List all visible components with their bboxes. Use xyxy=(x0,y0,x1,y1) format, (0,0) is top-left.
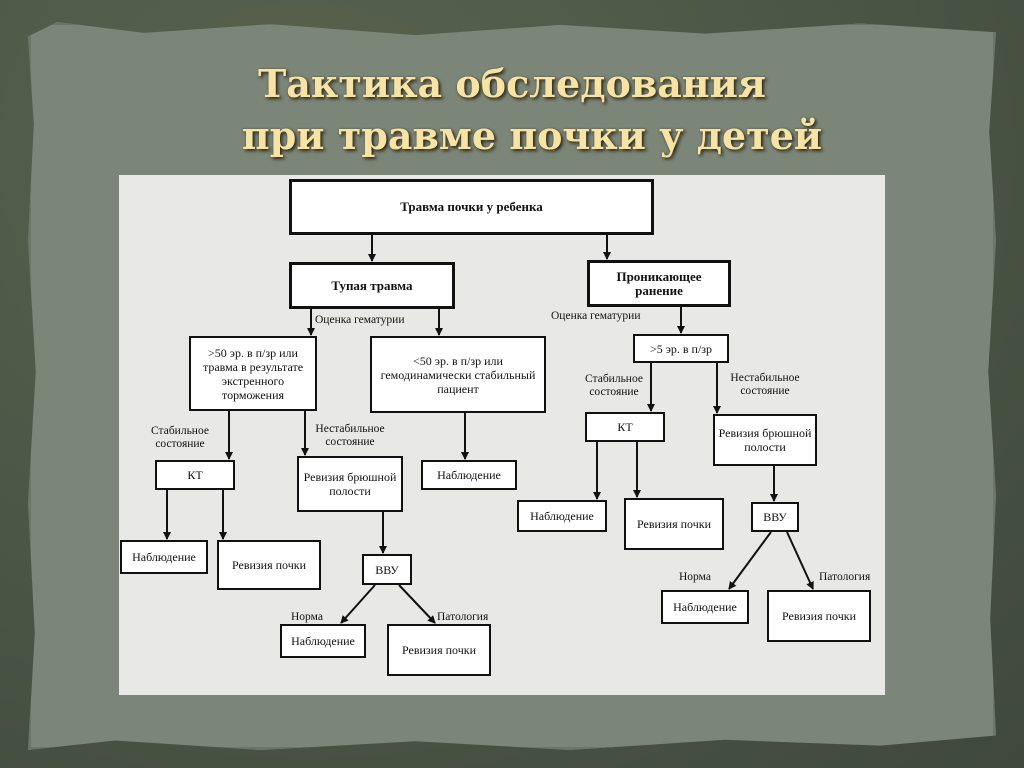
flowchart: Травма почки у ребенка Тупая травма Оцен… xyxy=(119,175,885,695)
label-hematuria-left: Оценка гематурии xyxy=(315,314,405,326)
flowchart-connectors xyxy=(163,235,814,624)
label-unstable-right: Нестабильное состояние xyxy=(730,372,800,397)
node-observation-lt50: Наблюдение xyxy=(421,460,517,490)
node-ct-right: КТ xyxy=(585,412,665,442)
node-gt50: >50 эр. в п/зр или травма в результате э… xyxy=(189,336,317,411)
label-norm-right: Норма xyxy=(679,571,711,583)
node-gt5: >5 эр. в п/зр xyxy=(633,334,729,363)
node-lt50: <50 эр. в п/зр или гемодинамически стаби… xyxy=(370,336,546,413)
node-root: Травма почки у ребенка xyxy=(289,179,654,235)
label-stable-left: Стабильное состояние xyxy=(151,425,209,450)
label-pathology-right: Патология xyxy=(819,571,871,583)
slide-title: Тактика обследования при травме почки у … xyxy=(0,58,1024,162)
node-revision-kidney-vvu-left: Ревизия почки xyxy=(387,624,491,676)
label-pathology-left: Патология xyxy=(437,611,489,623)
node-revision-kidney-vvu-right: Ревизия почки xyxy=(767,590,871,642)
node-observation-ct-left: Наблюдение xyxy=(120,540,208,574)
node-penetrating: Проникающее ранение xyxy=(587,260,731,307)
arrow-vvur-path xyxy=(786,531,814,590)
arrow-vvul-norm xyxy=(340,584,376,624)
arrow-vvul-path xyxy=(398,584,436,624)
title-line-1: Тактика обследования xyxy=(258,61,766,106)
arrow-vvur-norm xyxy=(728,531,772,590)
node-blunt-trauma: Тупая травма xyxy=(289,262,455,309)
label-hematuria-right: Оценка гематурии xyxy=(551,310,641,322)
label-norm-left: Норма xyxy=(291,611,323,623)
title-line-2: при травме почки у детей xyxy=(241,113,823,158)
label-stable-right: Стабильное состояние xyxy=(585,373,643,398)
node-observation-vvu-left: Наблюдение xyxy=(280,624,366,658)
node-revision-abdomen-right: Ревизия брюшной полости xyxy=(713,414,817,466)
node-vvu-left: ВВУ xyxy=(362,554,412,585)
node-revision-kidney-ct-left: Ревизия почки xyxy=(217,540,321,590)
node-vvu-right: ВВУ xyxy=(751,502,799,532)
node-observation-vvu-right: Наблюдение xyxy=(661,590,749,624)
node-revision-kidney-ct-right: Ревизия почки xyxy=(624,498,724,550)
node-revision-abdomen-left: Ревизия брюшной полости xyxy=(297,456,403,512)
node-observation-ct-right: Наблюдение xyxy=(517,500,607,532)
label-unstable-left: Нестабильное состояние xyxy=(315,423,385,448)
node-ct-left: КТ xyxy=(155,460,235,490)
